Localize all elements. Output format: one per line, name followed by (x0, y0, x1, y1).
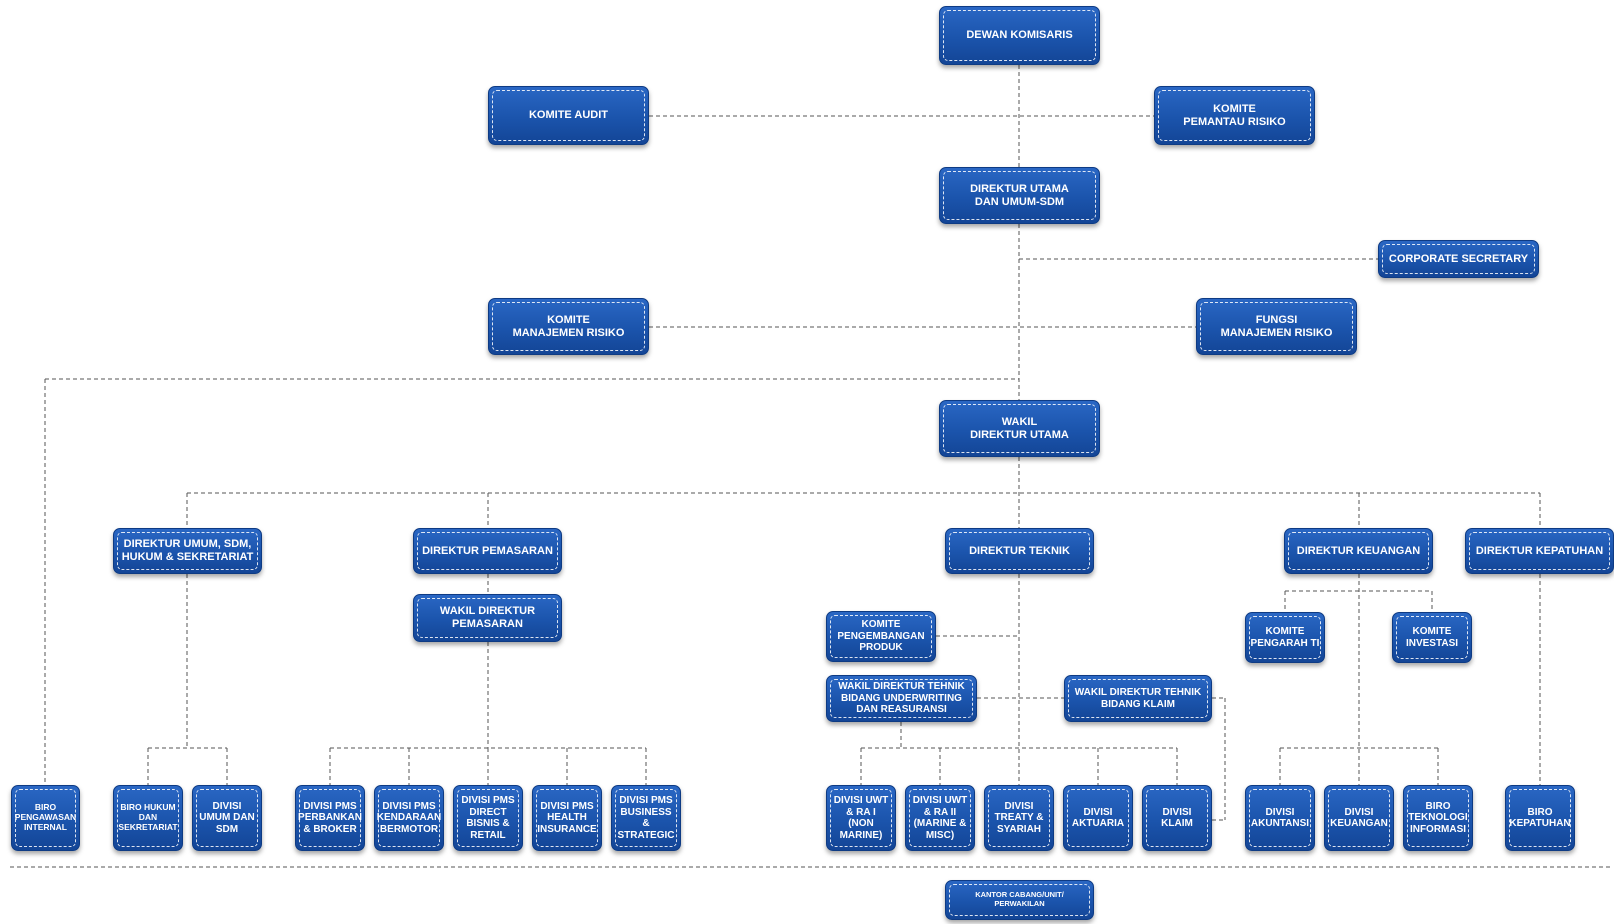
box-label: KANTOR CABANG/UNIT/ PERWAKILAN (975, 890, 1064, 908)
box-label: DIVISI UMUM DAN SDM (199, 800, 255, 835)
box-label: DIVISI PMS HEALTH INSURANCE (537, 800, 597, 835)
box-label: DIREKTUR KEUANGAN (1296, 544, 1421, 557)
box-direktur-keuangan: DIREKTUR KEUANGAN (1284, 528, 1433, 574)
box-label: DIVISI UWT & RA I (NON MARINE) (833, 795, 889, 841)
box-label: WAKIL DIREKTUR TEHNIK BIDANG UNDERWRITIN… (838, 681, 965, 716)
box-label: KOMITE PEMANTAU RISIKO (1183, 102, 1286, 128)
box-divisi-pms-business: DIVISI PMS BUSINESS & STRATEGIC (611, 785, 681, 851)
box-label: BIRO KEPATUHAN (1509, 806, 1571, 830)
box-label: DIVISI PMS KENDARAAN BERMOTOR (376, 800, 442, 835)
box-direktur-kepatuhan: DIREKTUR KEPATUHAN (1465, 528, 1614, 574)
box-label: KOMITE AUDIT (528, 109, 609, 122)
box-dewan-komisaris: DEWAN KOMISARIS (939, 6, 1100, 65)
box-label: BIRO PENGAWASAN INTERNAL (14, 802, 77, 832)
box-label: DIVISI TREATY & SYARIAH (994, 800, 1044, 835)
box-divisi-pms-direct: DIVISI PMS DIRECT BISNIS & RETAIL (453, 785, 523, 851)
box-wakil-dir-teknik-klaim: WAKIL DIREKTUR TEHNIK BIDANG KLAIM (1064, 675, 1212, 722)
box-label: FUNGSI MANAJEMEN RISIKO (1220, 313, 1333, 339)
box-divisi-aktuaria: DIVISI AKTUARIA (1063, 785, 1133, 851)
box-komite-investasi: KOMITE INVESTASI (1392, 612, 1472, 663)
box-divisi-pms-kendaraan: DIVISI PMS KENDARAAN BERMOTOR (374, 785, 444, 851)
box-divisi-klaim: DIVISI KLAIM (1142, 785, 1212, 851)
box-wakil-direktur-pemasaran: WAKIL DIREKTUR PEMASARAN (413, 594, 562, 642)
box-label: CORPORATE SECRETARY (1388, 252, 1529, 265)
box-label: DIVISI KLAIM (1161, 806, 1193, 830)
box-komite-manajemen-risiko: KOMITE MANAJEMEN RISIKO (488, 298, 649, 355)
box-label: BIRO HUKUM DAN SEKRETARIAT (118, 802, 178, 832)
box-komite-pemantau-risiko: KOMITE PEMANTAU RISIKO (1154, 86, 1315, 145)
box-label: KOMITE PENGARAH TI (1250, 626, 1320, 649)
box-komite-pengembangan-produk: KOMITE PENGEMBANGAN PRODUK (826, 611, 936, 662)
box-label: DEWAN KOMISARIS (966, 29, 1073, 42)
box-direktur-pemasaran: DIREKTUR PEMASARAN (413, 528, 562, 574)
box-kantor-cabang: KANTOR CABANG/UNIT/ PERWAKILAN (945, 880, 1094, 920)
box-wakil-dir-teknik-uw: WAKIL DIREKTUR TEHNIK BIDANG UNDERWRITIN… (826, 675, 977, 722)
box-divisi-akuntansi: DIVISI AKUNTANSI (1245, 785, 1315, 851)
box-label: DIVISI PMS PERBANKAN & BROKER (298, 800, 362, 835)
box-divisi-pms-health: DIVISI PMS HEALTH INSURANCE (532, 785, 602, 851)
box-divisi-uwt-2: DIVISI UWT & RA II (MARINE & MISC) (905, 785, 975, 851)
box-label: DIVISI UWT & RA II (MARINE & MISC) (912, 795, 968, 841)
box-wakil-direktur-utama: WAKIL DIREKTUR UTAMA (939, 400, 1100, 457)
box-biro-kepatuhan: BIRO KEPATUHAN (1505, 785, 1575, 851)
box-direktur-teknik: DIREKTUR TEKNIK (945, 528, 1094, 574)
box-label: DIREKTUR KEPATUHAN (1475, 544, 1604, 557)
box-label: DIREKTUR TEKNIK (969, 544, 1070, 557)
box-label: DIVISI PMS DIRECT BISNIS & RETAIL (461, 795, 515, 841)
box-label: KOMITE INVESTASI (1405, 626, 1459, 649)
box-label: DIVISI AKUNTANSI (1250, 806, 1310, 830)
box-divisi-uwt-1: DIVISI UWT & RA I (NON MARINE) (826, 785, 896, 851)
box-label: KOMITE MANAJEMEN RISIKO (512, 313, 625, 339)
box-direktur-utama: DIREKTUR UTAMA DAN UMUM-SDM (939, 167, 1100, 224)
box-label: BIRO TEKNOLOGI INFORMASI (1408, 800, 1468, 835)
box-biro-hukum: BIRO HUKUM DAN SEKRETARIAT (113, 785, 183, 851)
box-divisi-umum-sdm: DIVISI UMUM DAN SDM (192, 785, 262, 851)
box-label: DIVISI KEUANGAN (1330, 806, 1388, 830)
box-fungsi-manajemen-risiko: FUNGSI MANAJEMEN RISIKO (1196, 298, 1357, 355)
box-biro-pengawasan-internal: BIRO PENGAWASAN INTERNAL (11, 785, 80, 851)
box-corporate-secretary: CORPORATE SECRETARY (1378, 240, 1539, 278)
box-label: WAKIL DIREKTUR PEMASARAN (439, 605, 536, 630)
box-komite-pengarah-ti: KOMITE PENGARAH TI (1245, 612, 1325, 663)
box-label: DIREKTUR UMUM, SDM, HUKUM & SEKRETARIAT (121, 538, 254, 563)
box-label: WAKIL DIREKTUR TEHNIK BIDANG KLAIM (1074, 687, 1202, 710)
box-komite-audit: KOMITE AUDIT (488, 86, 649, 145)
box-label: WAKIL DIREKTUR UTAMA (970, 415, 1069, 441)
box-divisi-treaty: DIVISI TREATY & SYARIAH (984, 785, 1054, 851)
box-label: KOMITE PENGEMBANGAN PRODUK (837, 619, 925, 654)
box-direktur-umum: DIREKTUR UMUM, SDM, HUKUM & SEKRETARIAT (113, 528, 262, 574)
box-divisi-keuangan: DIVISI KEUANGAN (1324, 785, 1394, 851)
box-divisi-pms-perbankan: DIVISI PMS PERBANKAN & BROKER (295, 785, 365, 851)
box-label: DIVISI AKTUARIA (1071, 806, 1125, 830)
box-label: DIREKTUR UTAMA DAN UMUM-SDM (970, 182, 1069, 208)
box-label: DIVISI PMS BUSINESS & STRATEGIC (617, 795, 675, 841)
box-biro-teknologi-informasi: BIRO TEKNOLOGI INFORMASI (1403, 785, 1473, 851)
box-label: DIREKTUR PEMASARAN (422, 544, 553, 557)
